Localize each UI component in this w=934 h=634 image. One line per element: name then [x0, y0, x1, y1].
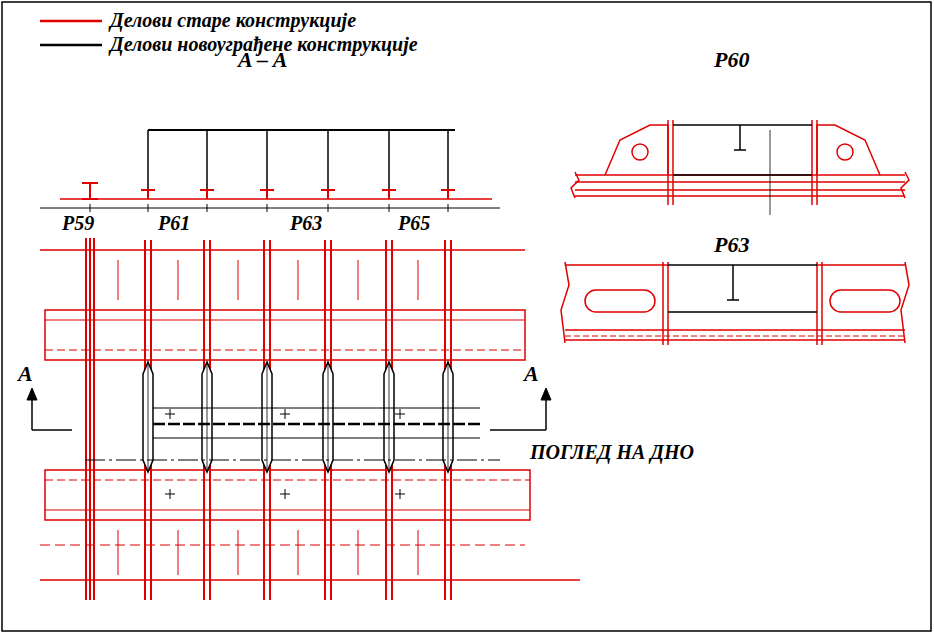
- view-label: ПОГЛЕД НА ДНО: [528, 441, 696, 463]
- legend-line: [40, 20, 102, 23]
- frame-number: P61: [156, 212, 192, 234]
- frame-number: P63: [288, 212, 324, 234]
- legend-line: [40, 44, 102, 47]
- detail-p60: [571, 120, 909, 215]
- plan-view: [27, 238, 580, 600]
- detail-title: P63: [712, 233, 751, 257]
- section-mark: A: [16, 362, 35, 386]
- detail-title: P60: [712, 48, 751, 72]
- legend-text: Делови новоуграђене конструкције: [110, 33, 418, 55]
- section-aa: [40, 130, 500, 212]
- legend-text: Делови старе конструкције: [110, 9, 356, 31]
- detail-p63: [561, 262, 909, 345]
- section-mark: A: [522, 362, 541, 386]
- frame-number: P59: [60, 212, 96, 234]
- frame-number: P65: [396, 212, 432, 234]
